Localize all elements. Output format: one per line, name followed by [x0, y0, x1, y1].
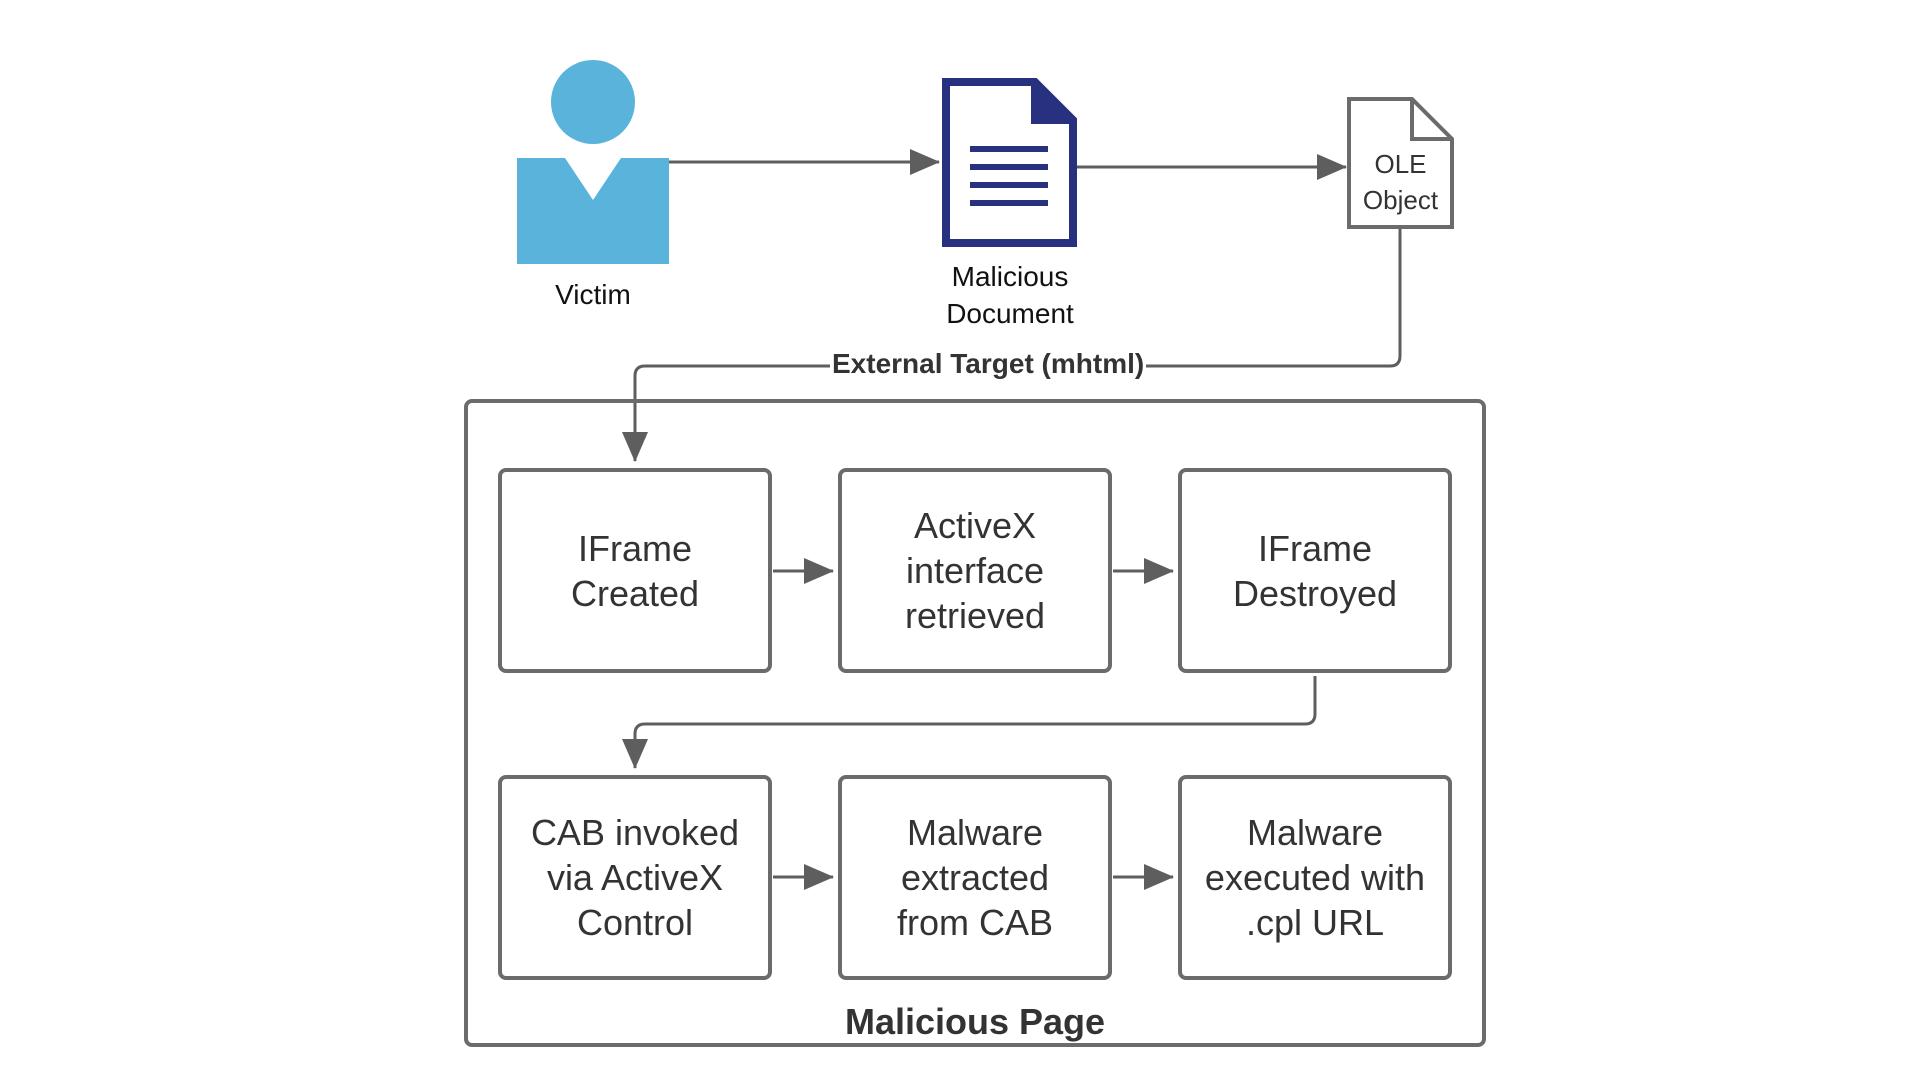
ole-label-line1: OLE: [1374, 149, 1427, 179]
malicious-page-label: Malicious Page: [844, 1001, 1106, 1042]
document-text-line: [970, 146, 1048, 152]
document-text-line: [970, 182, 1048, 188]
step-text: Malware executed with .cpl URL: [1204, 812, 1426, 943]
ole-label-line2: Object: [1362, 185, 1439, 215]
step-iframe-destroyed: IFrame Destroyed: [1178, 468, 1452, 673]
step-text: IFrame Created: [570, 527, 700, 614]
document-icon: [942, 78, 1077, 247]
ole-object-icon: [1347, 97, 1454, 229]
step-text: IFrame Destroyed: [1232, 527, 1398, 614]
victim-head: [551, 60, 635, 144]
victim-label: Victim: [555, 279, 631, 310]
step-iframe-created: IFrame Created: [498, 468, 772, 673]
step-text: ActiveX interface retrieved: [904, 505, 1046, 636]
document-text-line: [970, 200, 1048, 206]
ole-file-outline: [1347, 97, 1454, 229]
step-text: Malware extracted from CAB: [896, 812, 1054, 943]
victim-icon: [517, 60, 669, 264]
document-label: Malicious Document: [946, 261, 1074, 329]
external-target-label: External Target (mhtml): [830, 347, 1147, 381]
step-cab-invoked: CAB invoked via ActiveX Control: [498, 775, 772, 980]
step-malware-extracted: Malware extracted from CAB: [838, 775, 1112, 980]
document-fold: [1031, 82, 1073, 124]
step-text: CAB invoked via ActiveX Control: [530, 812, 740, 943]
step-activex-interface-retrieved: ActiveX interface retrieved: [838, 468, 1112, 673]
step-malware-executed: Malware executed with .cpl URL: [1178, 775, 1452, 980]
malicious-page-container: [464, 399, 1486, 1047]
ole-file-fold: [1410, 99, 1452, 141]
arrow-step3-to-step4: [622, 676, 1317, 769]
document-text-line: [970, 164, 1048, 170]
victim-body: [517, 158, 669, 264]
